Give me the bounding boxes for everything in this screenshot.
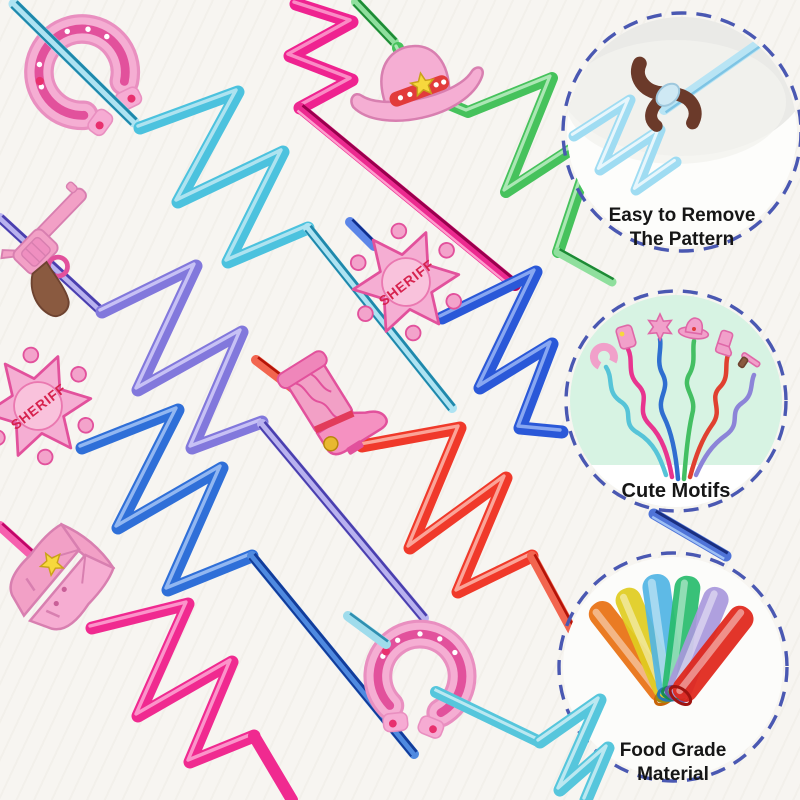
callout-easy-remove-caption: Easy to Remove The Pattern — [608, 205, 756, 250]
horseshoe-charm-icon — [363, 619, 477, 739]
mini-boot-icon — [714, 329, 734, 357]
mini-charms — [589, 312, 761, 370]
callout-food-grade: Food Grade Material — [553, 547, 793, 787]
sheriff-badge-charm-icon: SHERIFF — [349, 222, 463, 342]
callout-cute-motifs-caption: Cute Motifs — [621, 480, 731, 502]
mini-vest-icon — [615, 324, 637, 350]
cowboy-boot-charm-icon — [276, 350, 388, 456]
mini-cowboy-hat-icon — [677, 317, 710, 340]
sheriff-text: SHERIFF — [376, 257, 437, 309]
mini-revolver-icon — [737, 352, 761, 369]
antler-pattern-icon — [631, 56, 702, 132]
dashed-ring — [564, 289, 788, 513]
straw-purple-gun — [0, 213, 429, 623]
straw-pink-vest — [0, 521, 298, 800]
straight-tube-fan — [588, 574, 754, 707]
straw-red-boot — [251, 355, 577, 635]
mini-horseshoe-icon — [589, 342, 618, 370]
dashed-ring — [557, 551, 789, 783]
mini-sheriff-badge-icon — [647, 312, 673, 342]
callout-easy-remove: Easy to Remove The Pattern — [556, 6, 800, 258]
sheriff-badge-charm-icon: SHERIFF — [0, 346, 95, 466]
callout-food-grade-caption: Food Grade Material — [619, 740, 727, 785]
straw-teal-horseshoe — [8, 0, 457, 413]
cowboy-hat-charm-icon — [350, 44, 484, 122]
straw-blue-badge — [345, 217, 569, 439]
sheriff-text: SHERIFF — [8, 381, 69, 433]
dashed-ring — [561, 11, 800, 253]
revolver-charm-icon — [0, 181, 87, 317]
callout-food-grade-art — [557, 551, 789, 783]
callout-easy-remove-art — [561, 11, 800, 253]
callout-cute-motifs-art — [564, 289, 788, 513]
straw-royalblue-badge — [75, 403, 419, 759]
motif-straw-fan — [603, 336, 757, 482]
straw-magenta — [283, 0, 521, 291]
horseshoe-charm-icon — [24, 14, 143, 137]
callout-cute-motifs: Cute Motifs — [562, 287, 790, 515]
cowgirl-vest-charm-icon — [9, 522, 116, 631]
